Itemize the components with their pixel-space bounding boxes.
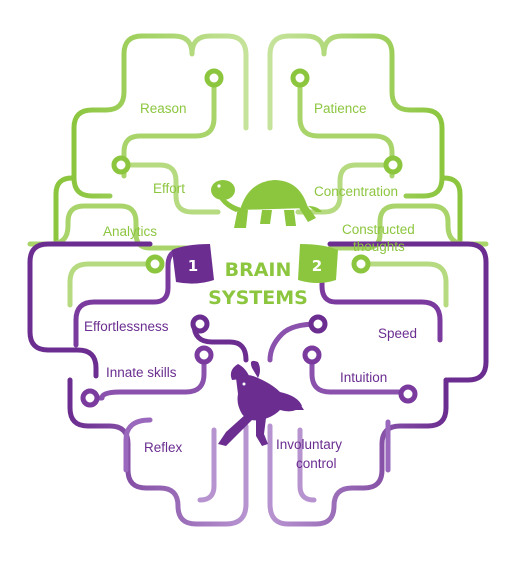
trace-left-outer-loop (67, 377, 249, 527)
label-analytics: Analytics (103, 224, 157, 239)
label-concentration: Concentration (314, 184, 398, 199)
label-patience: Patience (314, 101, 367, 116)
trace-top-right-lobe (267, 33, 445, 199)
trace-patience (297, 77, 395, 179)
node-effort (111, 155, 131, 175)
label-intuition: Intuition (340, 370, 387, 385)
system1-badge (172, 244, 214, 284)
green-circuit-traces (27, 33, 489, 308)
trace-concentration (295, 162, 391, 215)
node-intuition (302, 345, 322, 365)
system2-badge (298, 244, 338, 283)
label-effortlessness: Effortlessness (84, 319, 169, 334)
trace-reflex (123, 417, 153, 473)
trace-effort (123, 162, 221, 215)
trace-reason (121, 77, 217, 179)
title-line1: BRAIN (225, 259, 292, 281)
label-speed: Speed (378, 326, 417, 341)
hare-icon (218, 360, 304, 446)
node-left-lower (145, 254, 165, 274)
label-constructed-line1: Constructed (342, 222, 415, 237)
node-innate-end (80, 388, 100, 408)
node-innate (194, 345, 214, 365)
node-reason (204, 68, 224, 88)
trace-analytics (53, 175, 75, 243)
node-concentration (383, 155, 403, 175)
node-patience (290, 68, 310, 88)
label-constructed-line2: thoughts (353, 239, 405, 254)
trace-constructed (441, 175, 463, 243)
tortoise-icon (211, 180, 322, 228)
node-right-lower (351, 254, 371, 274)
green-labels: Reason Patience Effort Concentration Ana… (103, 101, 415, 254)
node-speed (308, 314, 328, 334)
trace-left-outer-purple (27, 241, 153, 379)
label-innate-skills: Innate skills (106, 365, 177, 380)
label-reflex: Reflex (144, 440, 183, 455)
trace-left-inner (197, 427, 217, 503)
node-intuition-end (398, 384, 418, 404)
label-reason: Reason (140, 101, 187, 116)
trace-left-lower-green (67, 261, 153, 308)
trace-right-outer (327, 203, 489, 251)
trace-right-outer-loop (267, 377, 449, 527)
trace-innate (89, 357, 207, 401)
trace-effortlessness (191, 321, 249, 363)
trace-intuition (309, 357, 405, 395)
trace-speed (267, 321, 321, 363)
label-effort: Effort (153, 181, 185, 196)
system2-number: 2 (312, 257, 322, 275)
label-involuntary-line1: Involuntary (276, 437, 342, 452)
title-line2: SYSTEMS (208, 287, 308, 309)
label-involuntary-line2: control (296, 456, 337, 471)
system-badges: 1 2 (172, 244, 338, 284)
purple-labels: Effortlessness Speed Innate skills Intui… (84, 319, 417, 471)
purple-circuit-traces (27, 241, 489, 527)
trace-right-inner (297, 427, 317, 503)
trace-right-outer-purple (327, 241, 489, 383)
trace-left-outer (27, 203, 189, 251)
trace-left-system1 (73, 247, 185, 348)
trace-top-left-lobe (71, 33, 249, 199)
node-effortlessness (190, 314, 210, 334)
system1-number: 1 (188, 257, 198, 275)
trace-right-lower-green (363, 261, 449, 308)
